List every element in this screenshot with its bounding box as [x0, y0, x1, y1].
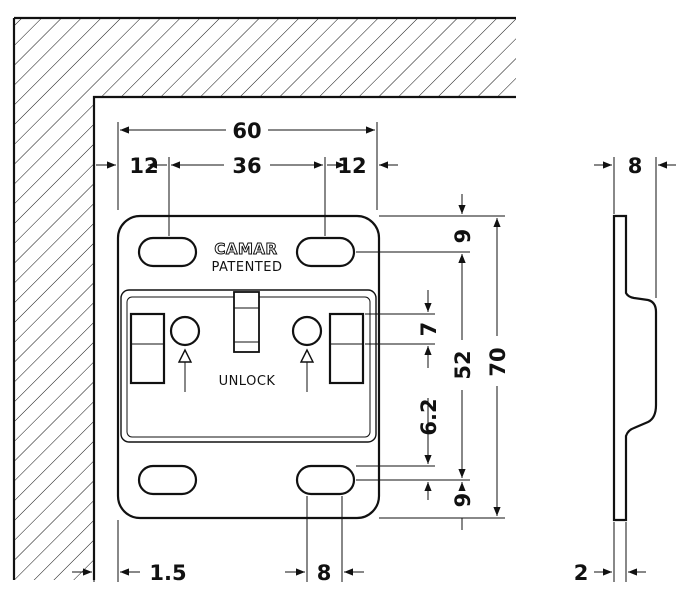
dim-lock-height: 7	[417, 322, 441, 337]
dim-slot-width: 8	[317, 561, 332, 585]
plate-side-view	[612, 214, 658, 522]
center-latch	[233, 291, 260, 353]
slot-top-right	[295, 236, 356, 268]
dim-hole-spacing: 36	[232, 154, 261, 178]
access-hole-left	[169, 315, 201, 347]
unlock-arrow-right	[299, 348, 315, 392]
dim-hole-centers: 52	[451, 350, 475, 379]
dimension-lines	[72, 122, 676, 582]
dim-overall-height: 70	[486, 347, 510, 376]
slot-bottom-right	[295, 464, 356, 496]
dim-top-margin: 9	[451, 229, 475, 244]
dim-bottom-margin: 9	[451, 493, 475, 508]
access-hole-right	[291, 315, 323, 347]
dim-right-offset: 12	[337, 154, 366, 178]
clip-left	[129, 312, 166, 385]
slot-top-left	[137, 236, 198, 268]
unlock-label: UNLOCK	[219, 374, 276, 389]
dim-wall-gap: 1.5	[149, 561, 186, 585]
brand-logo: CAMAR	[214, 240, 277, 258]
dim-left-offset: 12	[129, 154, 158, 178]
dim-plate-thickness: 2	[574, 561, 589, 585]
wall-section	[12, 16, 516, 580]
dim-lower-offset: 6.2	[417, 398, 441, 435]
dim-side-depth: 8	[628, 154, 643, 178]
unlock-arrow-left	[177, 348, 193, 392]
dimension-labels: 60 12 36 12 9 52 70 7 6.2 9 1.5 8 8 2	[129, 119, 642, 585]
slot-bottom-left	[137, 464, 198, 496]
clip-right	[328, 312, 365, 385]
dim-overall-width: 60	[232, 119, 261, 143]
plate-front-view: CAMAR PATENTED UNLOCK	[116, 214, 381, 520]
patent-label: PATENTED	[212, 260, 283, 275]
